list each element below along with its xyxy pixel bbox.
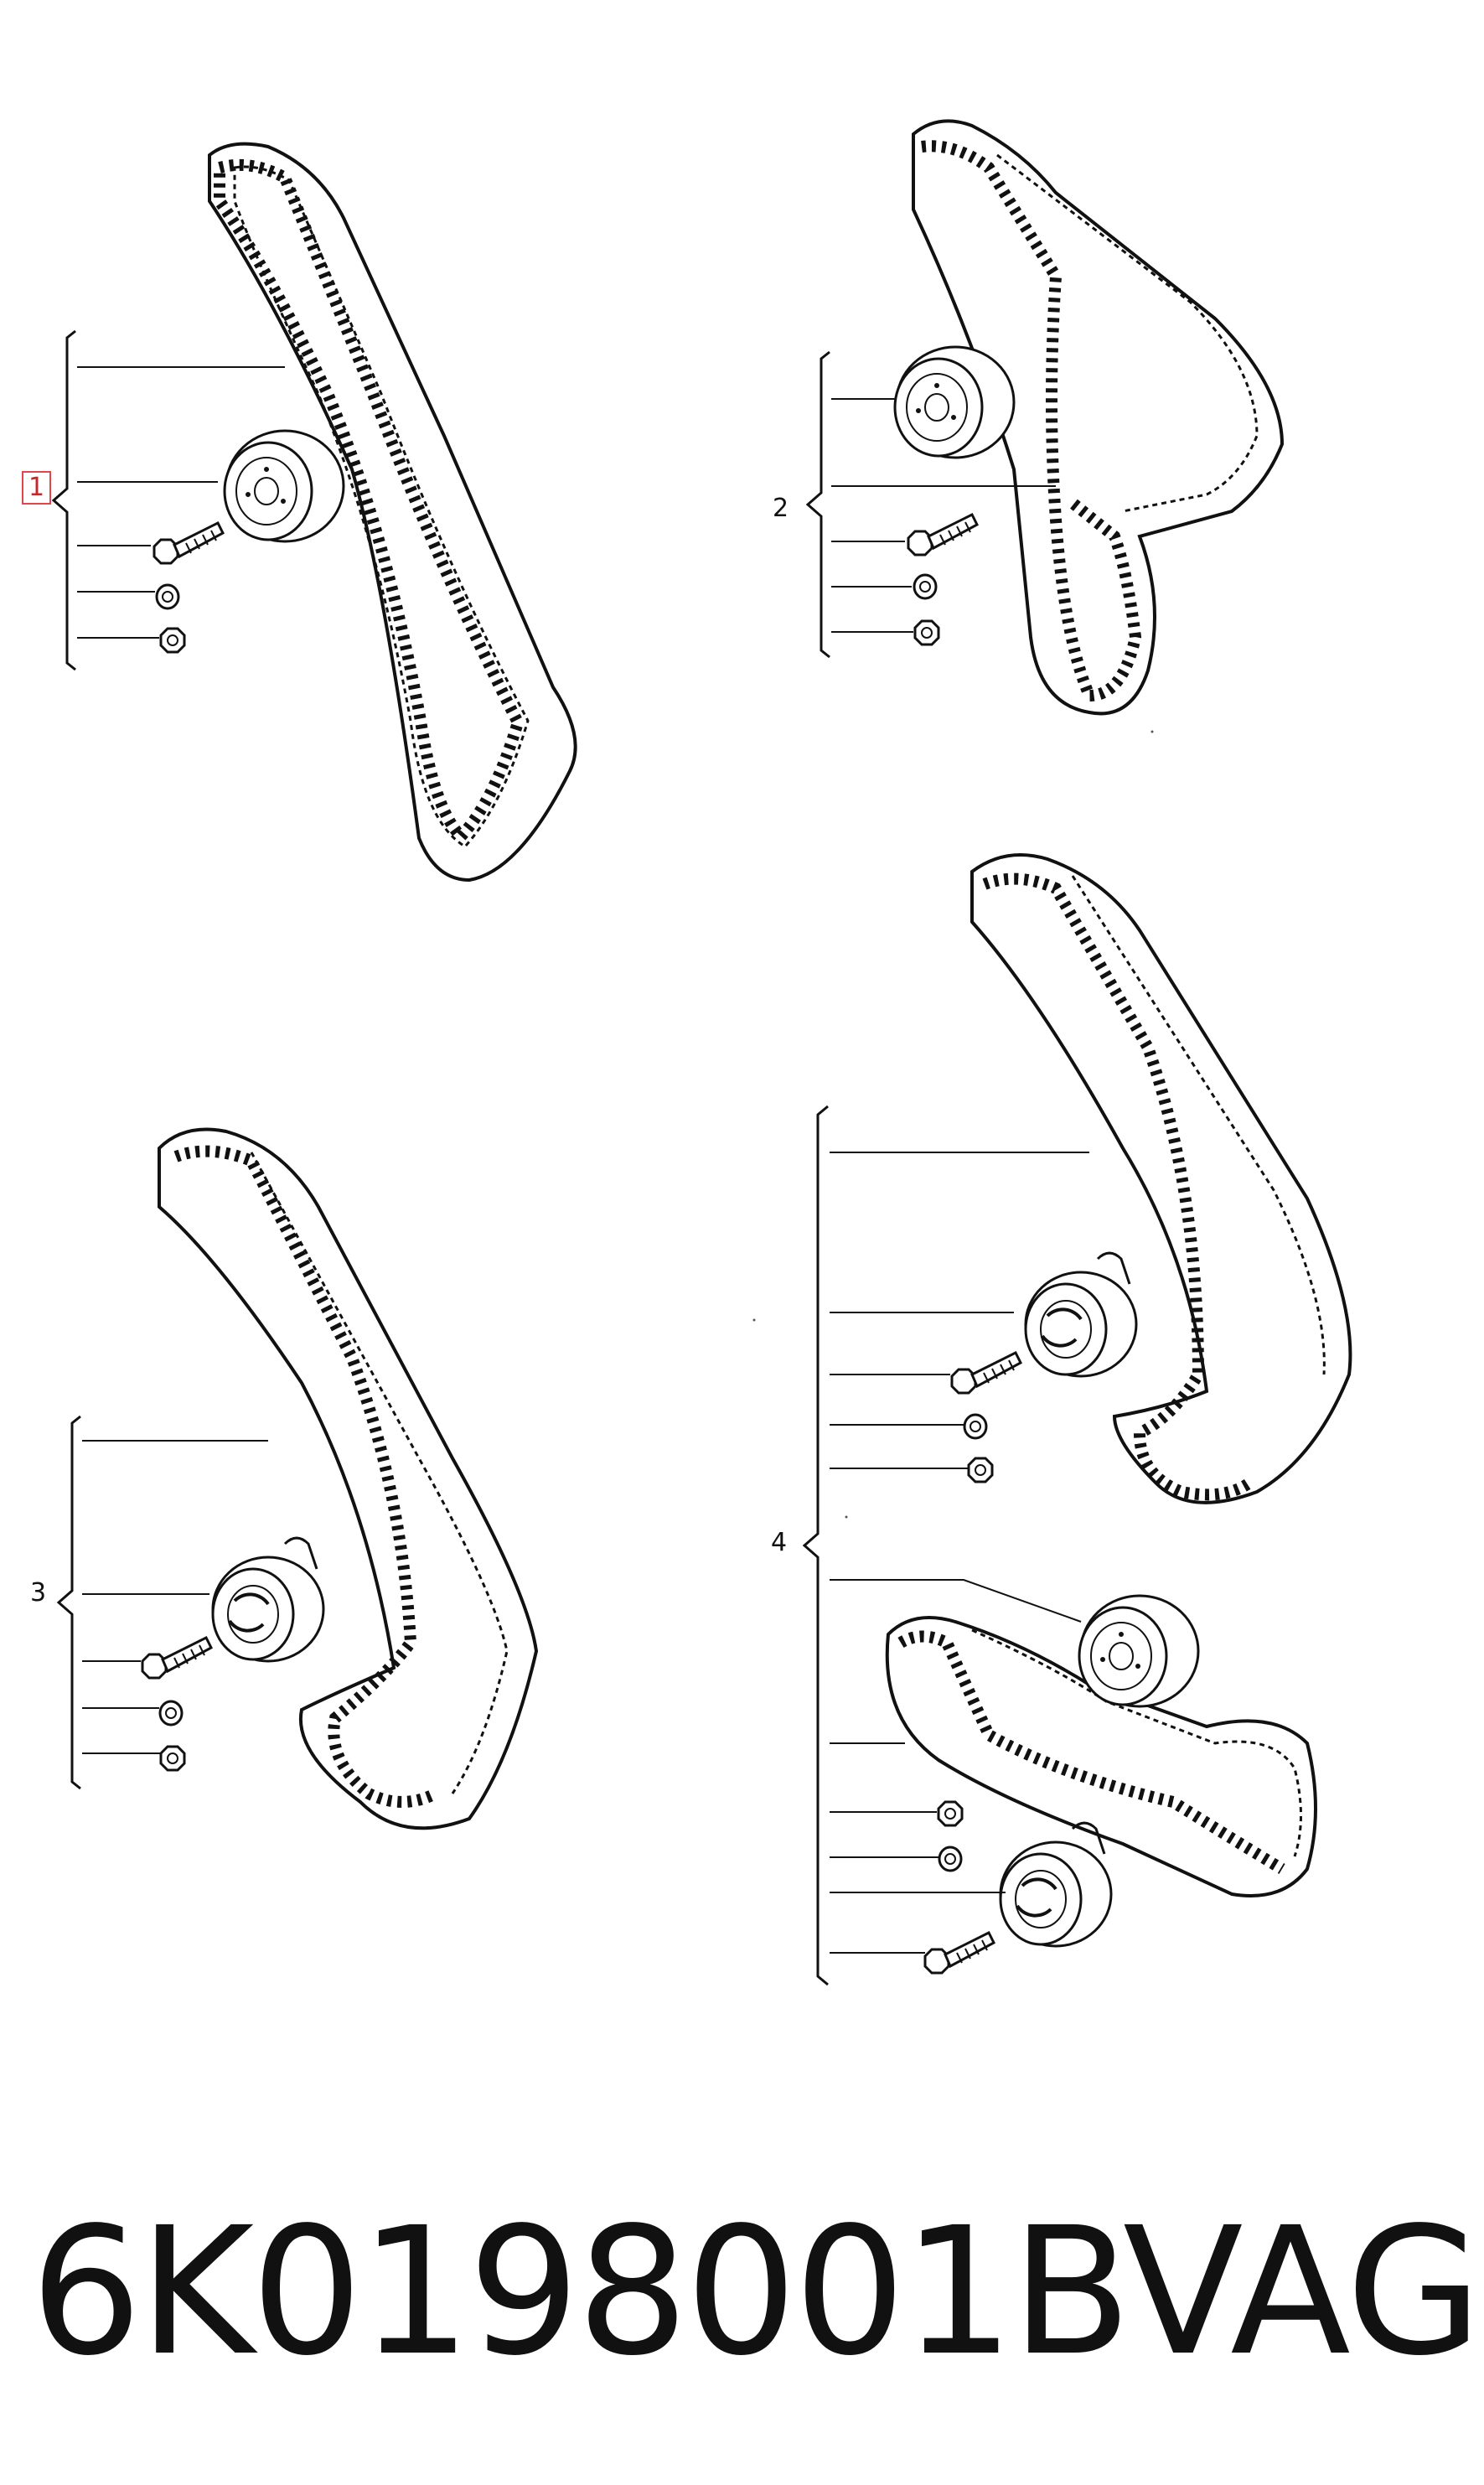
callout-2[interactable]: 2 [773,494,789,523]
callout-3[interactable]: 3 [30,1578,47,1607]
callout-4[interactable]: 4 [771,1528,788,1557]
timing-belt-4-lower [885,1616,1317,1897]
parts-diagram [51,119,1352,1986]
assembly-3 [56,1127,539,1830]
timing-belt-1 [208,142,577,883]
timing-belt-4-upper [970,853,1352,1504]
part-number: 6K0198001B [30,2189,1132,2394]
brand-label: VAG [1123,2189,1482,2394]
assembly-2 [805,119,1285,716]
assembly-4 [802,853,1352,1986]
callout-1[interactable]: 1 [22,471,52,505]
timing-belt-3 [158,1127,539,1830]
timing-belt-2 [912,119,1285,716]
assembly-1 [51,142,577,883]
